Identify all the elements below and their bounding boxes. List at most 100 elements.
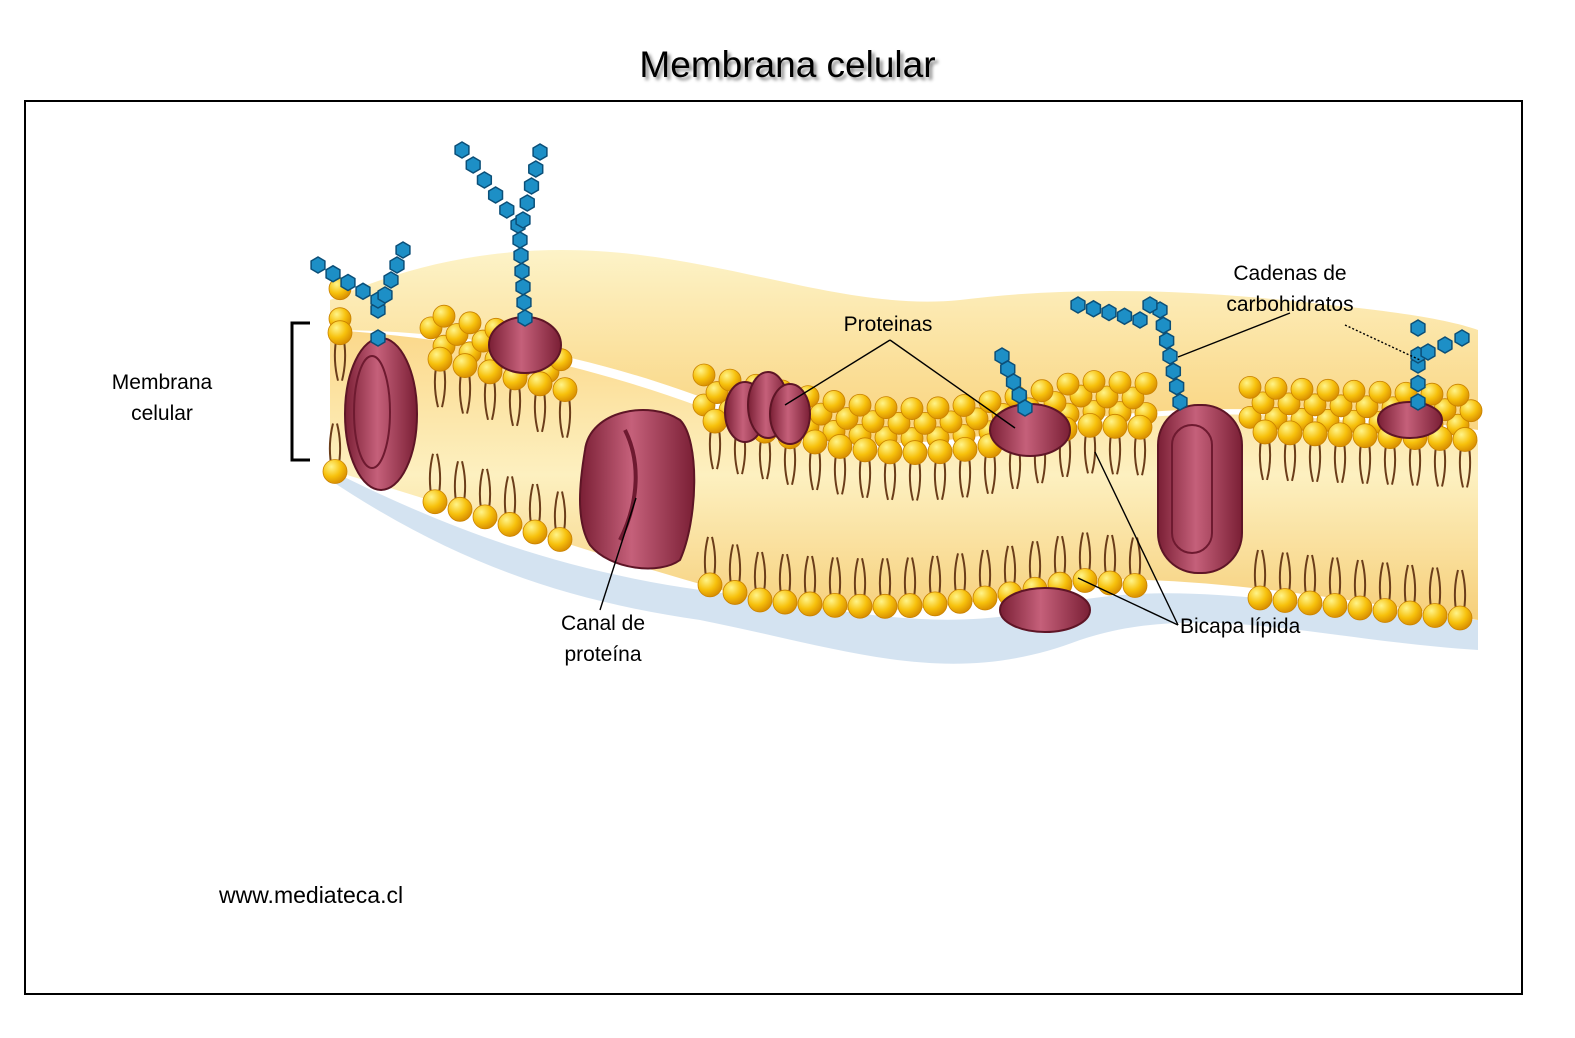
label-cadenas-line2: carbohidratos [1226, 293, 1354, 316]
membrane-bracket [290, 321, 310, 462]
label-bicapa-lipida: Bicapa lípida [1180, 615, 1301, 638]
carbohydrate-unit [512, 231, 528, 249]
lipid-head [1277, 420, 1303, 446]
lipid-head [1264, 376, 1288, 400]
lipid-head [1072, 568, 1098, 593]
carbohydrate-unit [513, 246, 529, 265]
lipid-head [1422, 603, 1448, 628]
lipid-head [1056, 372, 1080, 396]
lipid-head [852, 437, 878, 463]
carbohydrate-unit [325, 264, 341, 283]
lipid-head [927, 439, 953, 465]
lipid-head [827, 434, 853, 459]
lipid-head [877, 439, 903, 465]
carbohydrate-unit [389, 256, 405, 274]
leader-lines [599, 312, 1421, 626]
protein-channel [579, 409, 696, 570]
carbohydrate-unit [1165, 362, 1182, 381]
carbohydrate-unit [1168, 377, 1185, 396]
protein-left-transmembrane [344, 337, 418, 491]
carbohydrate-unit [1116, 307, 1133, 326]
lipid-head [1368, 380, 1392, 404]
lipid-head [1447, 605, 1473, 631]
lipid-head [702, 408, 728, 434]
diagram-frame [24, 100, 1523, 995]
carbohydrate-unit [1005, 373, 1022, 391]
label-canal-line1: Canal de [560, 612, 646, 635]
lipid-head [422, 489, 448, 515]
lipid-head [797, 591, 823, 617]
lipid-head [1347, 595, 1373, 621]
lipid-head [1452, 427, 1478, 452]
carbohydrate-unit [528, 160, 544, 178]
carbohydrate-unit [523, 177, 540, 195]
carbohydrate-unit [454, 141, 470, 159]
lipid-head [926, 396, 950, 420]
lipid-head [1302, 421, 1328, 447]
carbohydrate-unit [1070, 296, 1086, 314]
protein-right-transmembrane [1157, 404, 1243, 574]
lipid-head [1322, 593, 1348, 618]
lipid-head [847, 593, 873, 619]
lipid-head [1352, 423, 1378, 449]
lipid-head [1272, 588, 1298, 613]
carbohydrate-unit [377, 286, 393, 304]
lipid-head [1238, 375, 1262, 399]
carbohydrate-unit [1101, 303, 1117, 322]
lipid-head [547, 527, 573, 552]
lipid-head [913, 411, 937, 435]
carbohydrate-unit [465, 156, 481, 174]
carbohydrate-unit [476, 171, 493, 189]
lipid-head [452, 353, 478, 378]
lipid-head [1030, 379, 1054, 403]
label-membrana-celular: Membrana celular [92, 367, 232, 429]
carbohydrate-unit [1420, 343, 1436, 361]
protein-clustered [724, 371, 811, 445]
lipid-head [1372, 598, 1398, 623]
carbohydrate-unit [517, 309, 533, 327]
carbohydrate-unit [1085, 299, 1102, 318]
lipid-head [458, 311, 482, 335]
lipid-head [978, 390, 1002, 414]
page-title: Membrana celular [639, 44, 936, 85]
lipid-head [1446, 383, 1470, 407]
lipid-head [427, 346, 453, 372]
lipid-head [1122, 573, 1148, 598]
lipid-head [497, 512, 523, 537]
carbohydrate-unit [514, 262, 530, 281]
carbohydrate-unit [1011, 386, 1027, 404]
carbohydrate-unit [1017, 399, 1033, 417]
lipid-head [1077, 412, 1103, 438]
protein-far-right-peripheral [1377, 401, 1443, 439]
lipid-head [900, 397, 924, 420]
lipid-head [447, 496, 473, 522]
carbohydrate-unit [487, 186, 504, 204]
lipid-head [552, 377, 578, 402]
label-proteinas: Proteinas [843, 313, 933, 336]
lipid-head [1420, 382, 1444, 406]
carbohydrate-unit [310, 256, 326, 274]
lipid-head [947, 588, 973, 614]
lipid-head [747, 587, 773, 613]
lipid-head [772, 589, 798, 615]
lipid-head [822, 390, 846, 413]
lipid-head [1134, 372, 1158, 395]
lipid-head [1127, 414, 1153, 440]
lipid-head [1238, 405, 1262, 429]
lipid-head [477, 359, 503, 385]
lipid-head [522, 519, 548, 545]
lipid-head [874, 396, 898, 420]
carbohydrate-chains [310, 141, 1470, 417]
lipid-head [1251, 391, 1275, 415]
carbohydrate-unit [355, 282, 371, 301]
carbohydrate-unit [516, 293, 532, 312]
lipid-head [1095, 385, 1119, 409]
membrane-shadow [330, 470, 1478, 664]
lipid-head [1277, 392, 1301, 416]
carbohydrate-unit [994, 347, 1010, 365]
lipid-head [722, 580, 748, 605]
lipid-head [432, 304, 456, 328]
lipid-head [848, 393, 872, 417]
lipid-head [697, 572, 723, 598]
